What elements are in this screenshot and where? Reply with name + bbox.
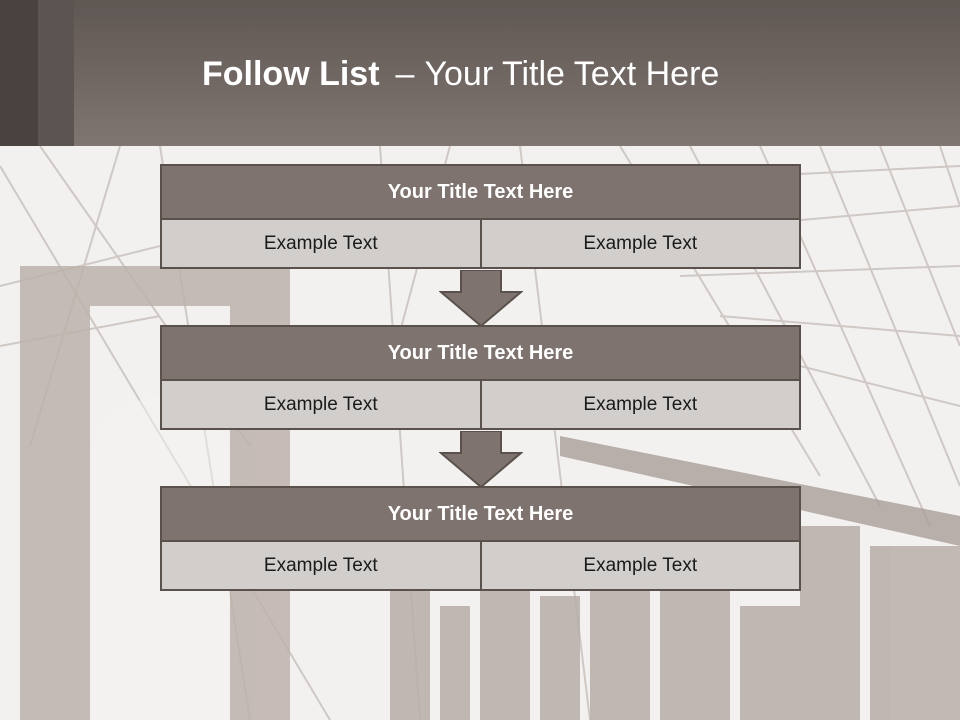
title-bar-accent-dark <box>0 0 38 146</box>
step-block-1: Your Title Text Here Example Text Exampl… <box>160 164 801 269</box>
step-cell-right: Example Text <box>481 542 801 591</box>
step-title: Your Title Text Here <box>160 486 801 542</box>
slide-title-bold: Follow List <box>202 55 380 93</box>
title-bar: Follow List–Your Title Text Here <box>0 0 960 146</box>
step-row: Example Text Example Text <box>160 220 801 269</box>
step-cell-right: Example Text <box>481 381 801 430</box>
step-title: Your Title Text Here <box>160 325 801 381</box>
step-row: Example Text Example Text <box>160 542 801 591</box>
step-block-3: Your Title Text Here Example Text Exampl… <box>160 486 801 591</box>
down-arrow-icon <box>439 270 523 328</box>
step-cell-left: Example Text <box>160 220 482 269</box>
step-row: Example Text Example Text <box>160 381 801 430</box>
step-block-2: Your Title Text Here Example Text Exampl… <box>160 325 801 430</box>
step-title: Your Title Text Here <box>160 164 801 220</box>
slide-title-separator: – <box>395 55 415 93</box>
down-arrow-icon <box>439 431 523 489</box>
title-bar-accent-light <box>38 0 74 146</box>
slide-title-rest: Your Title Text Here <box>424 55 720 93</box>
step-cell-right: Example Text <box>481 220 801 269</box>
step-cell-left: Example Text <box>160 542 482 591</box>
slide-title: Follow List–Your Title Text Here <box>202 55 719 94</box>
step-cell-left: Example Text <box>160 381 482 430</box>
